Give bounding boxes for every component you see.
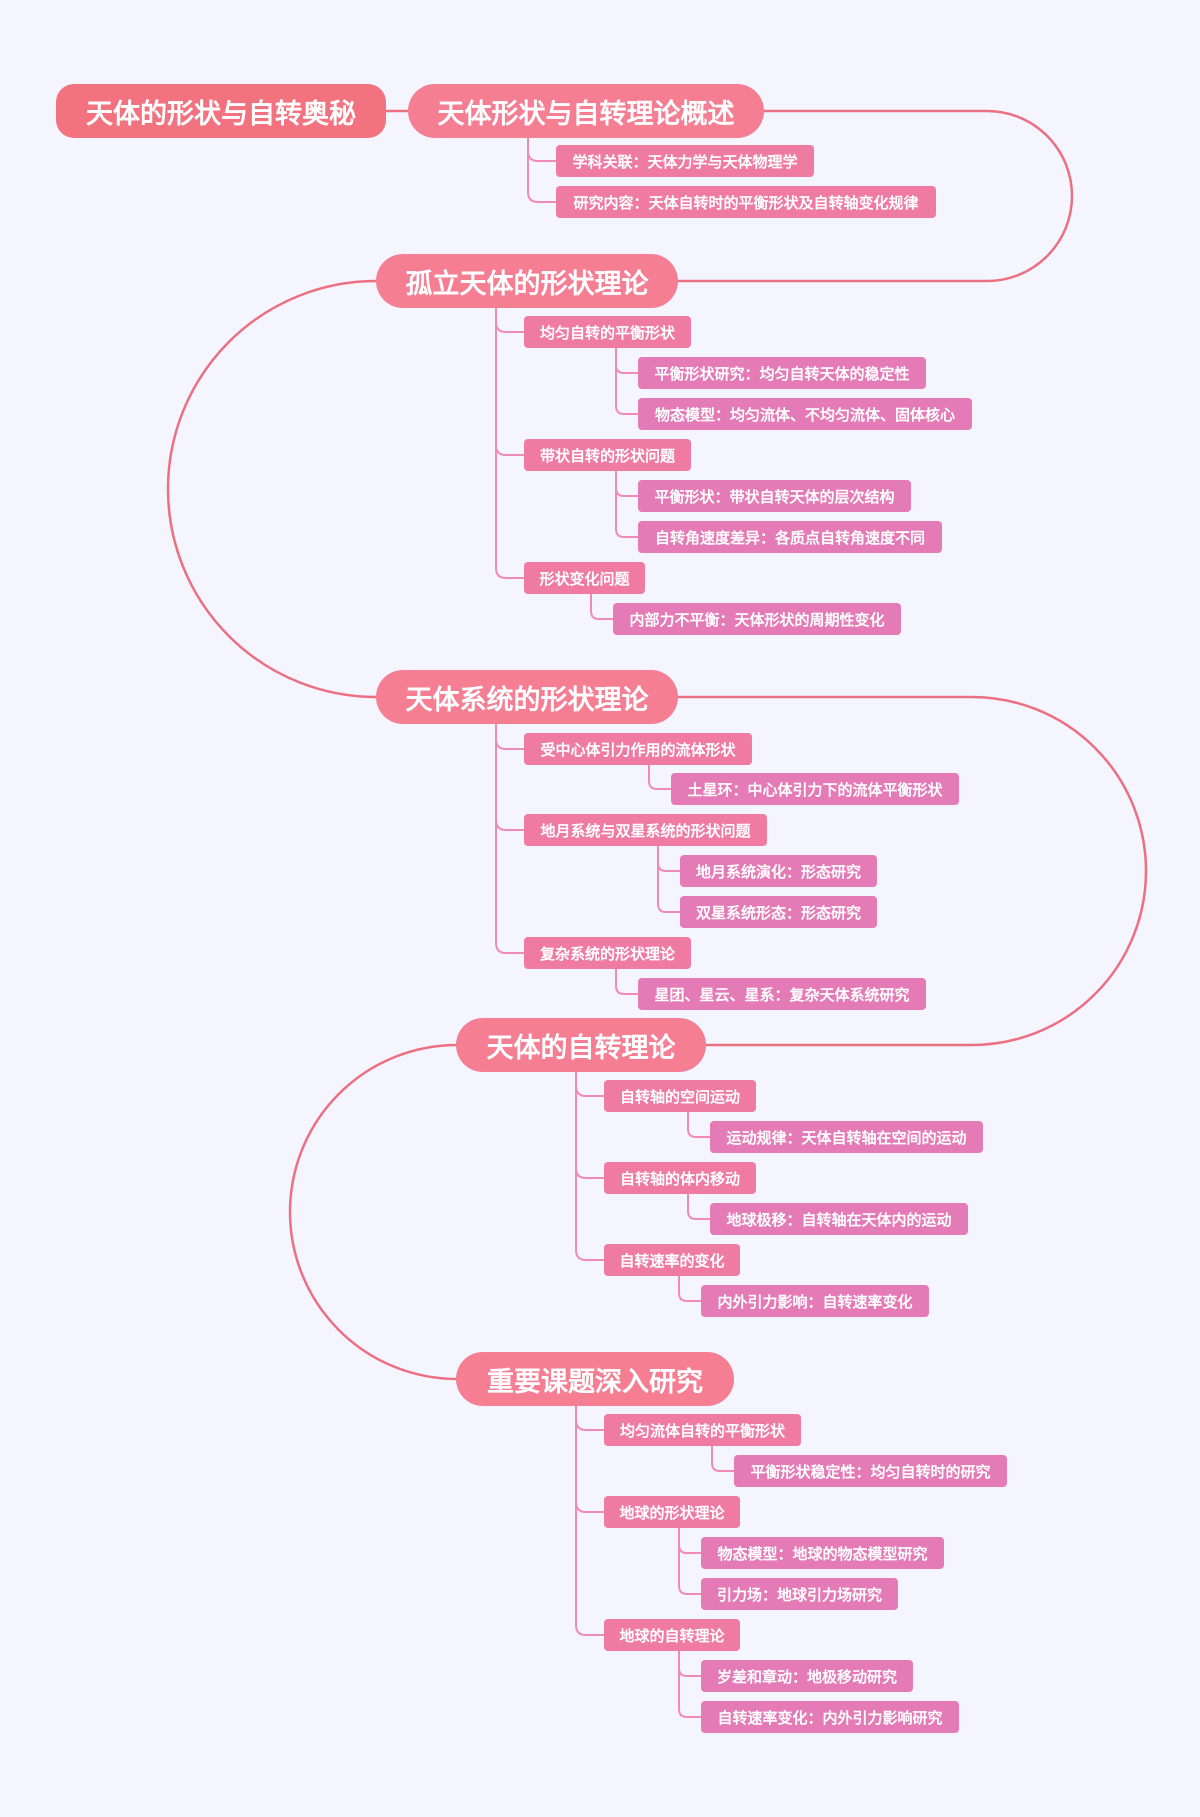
subitem-trunk [678,1276,701,1302]
subitem-connector [678,1544,701,1554]
subtopic-item[interactable]: 岁差和章动：地极移动研究 [701,1660,913,1692]
subitem-trunk [615,969,638,995]
subtopic-item[interactable]: 引力场：地球引力场研究 [701,1578,898,1610]
subtopic-item[interactable]: 平衡形状研究：均匀自转天体的稳定性 [638,357,926,389]
item-connector [495,444,524,456]
topic-item[interactable]: 复杂系统的形状理论 [524,937,691,969]
subitem-trunk [711,1446,734,1472]
subitem-trunk [590,594,613,620]
subtopic-item[interactable]: 物态模型：地球的物态模型研究 [701,1537,944,1569]
section-trunk-1 [527,138,539,203]
subitem-trunk [678,1651,701,1718]
item-connector [575,1085,604,1097]
subitem-trunk [615,348,638,415]
section-trunk-4 [575,1072,587,1261]
topic-item[interactable]: 自转轴的体内移动 [604,1162,756,1194]
section-title-4[interactable]: 天体的自转理论 [456,1018,706,1072]
subitem-connector [615,364,638,374]
subitem-trunk [615,471,638,538]
subtopic-item[interactable]: 运动规律：天体自转轴在空间的运动 [710,1121,983,1153]
subtopic-item[interactable]: 地球极移：自转轴在天体内的运动 [710,1203,968,1235]
spine-connector-4 [288,1043,458,1381]
topic-item[interactable]: 学科关联：天体力学与天体物理学 [556,145,814,177]
topic-item[interactable]: 均匀流体自转的平衡形状 [604,1414,801,1446]
topic-item[interactable]: 研究内容：天体自转时的平衡形状及自转轴变化规律 [556,186,936,218]
section-title-5[interactable]: 重要课题深入研究 [456,1352,734,1406]
subitem-trunk [678,1528,701,1595]
section-trunk-2 [495,308,507,579]
item-connector [575,1501,604,1513]
subitem-trunk [657,846,680,913]
subitem-connector [657,862,680,872]
section-title-2[interactable]: 孤立天体的形状理论 [376,254,678,308]
spine-connector-1 [678,109,1074,283]
topic-item[interactable]: 自转轴的空间运动 [604,1080,756,1112]
subtopic-item[interactable]: 物态模型：均匀流体、不均匀流体、固体核心 [638,398,972,430]
topic-item[interactable]: 形状变化问题 [524,562,645,594]
spine-connector-3 [678,695,1148,1047]
subtopic-item[interactable]: 平衡形状稳定性：均匀自转时的研究 [734,1455,1007,1487]
section-title-3[interactable]: 天体系统的形状理论 [376,670,678,724]
item-connector [575,1419,604,1431]
item-connector [495,738,524,750]
root-node[interactable]: 天体的形状与自转奥秘 [56,84,386,138]
spine-connector-2 [166,279,377,699]
subtopic-item[interactable]: 土星环：中心体引力下的流体平衡形状 [671,773,959,805]
subtopic-item[interactable]: 双星系统形态：形态研究 [680,896,877,928]
subtopic-item[interactable]: 自转角速度差异：各质点自转角速度不同 [638,521,942,553]
topic-item[interactable]: 带状自转的形状问题 [524,439,691,471]
subitem-connector [615,487,638,497]
topic-item[interactable]: 均匀自转的平衡形状 [524,316,691,348]
topic-item[interactable]: 自转速率的变化 [604,1244,740,1276]
subitem-trunk [687,1194,710,1220]
subtopic-item[interactable]: 内外引力影响：自转速率变化 [701,1285,929,1317]
item-connector [495,819,524,831]
subitem-trunk [687,1112,710,1138]
subtopic-item[interactable]: 自转速率变化：内外引力影响研究 [701,1701,959,1733]
item-connector [495,321,524,333]
section-trunk-5 [575,1406,587,1636]
topic-item[interactable]: 受中心体引力作用的流体形状 [524,733,752,765]
item-connector [527,150,556,162]
subtopic-item[interactable]: 内部力不平衡：天体形状的周期性变化 [613,603,901,635]
topic-item[interactable]: 地球的自转理论 [604,1619,740,1651]
subitem-trunk [648,765,671,790]
topic-item[interactable]: 地月系统与双星系统的形状问题 [524,814,767,846]
subtopic-item[interactable]: 平衡形状：带状自转天体的层次结构 [638,480,911,512]
section-title-1[interactable]: 天体形状与自转理论概述 [408,84,764,138]
topic-item[interactable]: 地球的形状理论 [604,1496,740,1528]
subtopic-item[interactable]: 地月系统演化：形态研究 [680,855,877,887]
subitem-connector [678,1667,701,1677]
section-trunk-3 [495,724,507,954]
subtopic-item[interactable]: 星团、星云、星系：复杂天体系统研究 [638,978,926,1010]
item-connector [575,1167,604,1179]
